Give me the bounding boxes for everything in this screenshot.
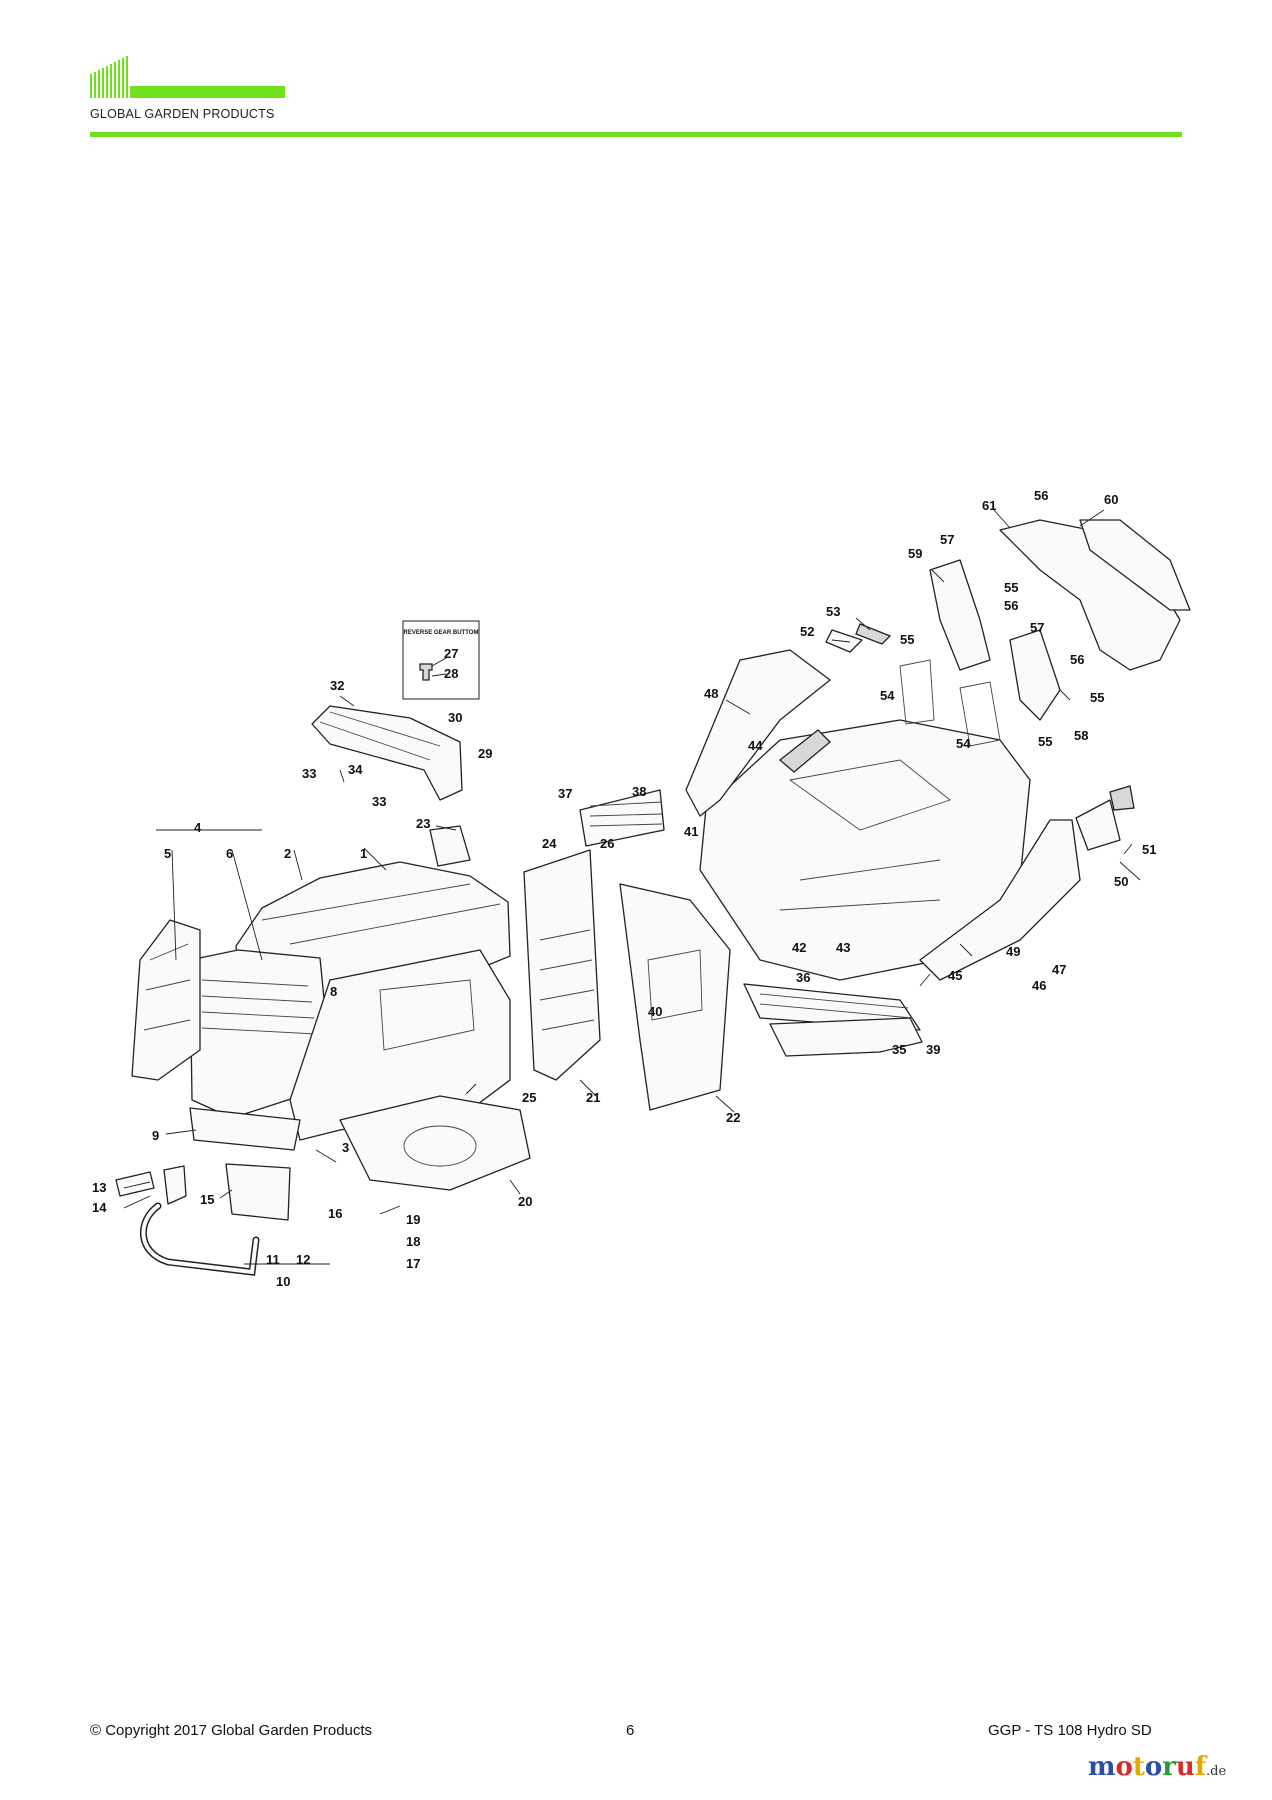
callout-58: 58 <box>1074 728 1088 743</box>
callout-41: 41 <box>684 824 698 839</box>
callout-37: 37 <box>558 786 572 801</box>
watermark-letter: o <box>1115 1752 1133 1782</box>
callout-56a: 56 <box>1034 488 1048 503</box>
watermark-letter: m <box>1088 1752 1116 1782</box>
callout-38: 38 <box>632 784 646 799</box>
callout-54a: 54 <box>880 688 895 703</box>
callout-44: 44 <box>748 738 763 753</box>
watermark-letter: r <box>1162 1752 1176 1782</box>
callout-43: 43 <box>836 940 850 955</box>
callout-10: 10 <box>276 1274 290 1289</box>
callout-30: 30 <box>448 710 462 725</box>
callout-49: 49 <box>1006 944 1020 959</box>
callout-2: 2 <box>284 846 291 861</box>
watermark-letter: u <box>1175 1752 1195 1782</box>
callout-36: 36 <box>796 970 810 985</box>
callout-55a: 55 <box>900 632 914 647</box>
callout-18: 18 <box>406 1234 420 1249</box>
copyright-text: © Copyright 2017 Global Garden Products <box>90 1722 373 1739</box>
callout-20: 20 <box>518 1194 532 1209</box>
callout-53: 53 <box>826 604 840 619</box>
callout-23: 23 <box>416 816 430 831</box>
callout-59: 59 <box>908 546 922 561</box>
callout-11: 11 <box>266 1252 280 1267</box>
callout-50: 50 <box>1114 874 1128 889</box>
callout-55b: 55 <box>1004 580 1018 595</box>
page-number: 6 <box>626 1722 635 1739</box>
callout-1: 1 <box>360 846 367 861</box>
callout-46: 46 <box>1032 978 1046 993</box>
callout-45: 45 <box>948 968 962 983</box>
watermark-letter: t <box>1132 1752 1145 1782</box>
watermark-letter: o <box>1144 1752 1163 1782</box>
callout-57b: 57 <box>1030 620 1044 635</box>
callout-25: 25 <box>522 1090 536 1105</box>
callout-34: 34 <box>348 762 363 777</box>
motoruf-watermark: motoruf.de <box>1088 1752 1226 1782</box>
callout-55d: 55 <box>1038 734 1052 749</box>
callout-17: 17 <box>406 1256 420 1271</box>
callout-15: 15 <box>200 1192 214 1207</box>
callout-56b: 56 <box>1004 598 1018 613</box>
callout-24: 24 <box>542 836 557 851</box>
ggp-logo-icon <box>90 56 285 98</box>
callout-16: 16 <box>328 1206 342 1221</box>
callout-33a: 33 <box>302 766 316 781</box>
callout-19: 19 <box>406 1212 420 1227</box>
callout-55c: 55 <box>1090 690 1104 705</box>
brand-name: GLOBAL GARDEN PRODUCTS <box>90 107 275 121</box>
callout-5: 5 <box>164 846 171 861</box>
callout-40: 40 <box>648 1004 662 1019</box>
callout-8: 8 <box>330 984 337 999</box>
callout-54b: 54 <box>956 736 971 751</box>
callout-13: 13 <box>92 1180 106 1195</box>
inset-title: REVERSE GEAR BUTTOM <box>404 630 479 636</box>
header-rule <box>90 132 1182 137</box>
callout-33b: 33 <box>372 794 386 809</box>
callout-47: 47 <box>1052 962 1066 977</box>
callout-29: 29 <box>478 746 492 761</box>
callout-52: 52 <box>800 624 814 639</box>
callout-3: 3 <box>342 1140 349 1155</box>
callout-56c: 56 <box>1070 652 1084 667</box>
callout-51: 51 <box>1142 842 1156 857</box>
callout-48: 48 <box>704 686 718 701</box>
callout-9: 9 <box>152 1128 159 1143</box>
callout-6: 6 <box>226 846 233 861</box>
callout-22: 22 <box>726 1110 740 1125</box>
model-name: GGP - TS 108 Hydro SD <box>988 1722 1152 1739</box>
callout-32: 32 <box>330 678 344 693</box>
callout-28: 28 <box>444 666 458 681</box>
callout-27: 27 <box>444 646 458 661</box>
watermark-letter: f <box>1194 1752 1207 1782</box>
callout-42: 42 <box>792 940 806 955</box>
callout-12: 12 <box>296 1252 310 1267</box>
callout-labels: 1 2 3 4 5 6 8 9 10 11 12 13 14 15 16 17 … <box>92 488 1156 1289</box>
callout-26: 26 <box>600 836 614 851</box>
callout-14: 14 <box>92 1200 107 1215</box>
callout-21: 21 <box>586 1090 600 1105</box>
callout-60: 60 <box>1104 492 1118 507</box>
callout-57a: 57 <box>940 532 954 547</box>
watermark-tld: .de <box>1206 1764 1227 1779</box>
callout-35: 35 <box>892 1042 906 1057</box>
reverse-gear-inset: REVERSE GEAR BUTTOM <box>402 620 480 700</box>
callout-4: 4 <box>194 820 202 835</box>
callout-61: 61 <box>982 498 996 513</box>
callout-39: 39 <box>926 1042 940 1057</box>
